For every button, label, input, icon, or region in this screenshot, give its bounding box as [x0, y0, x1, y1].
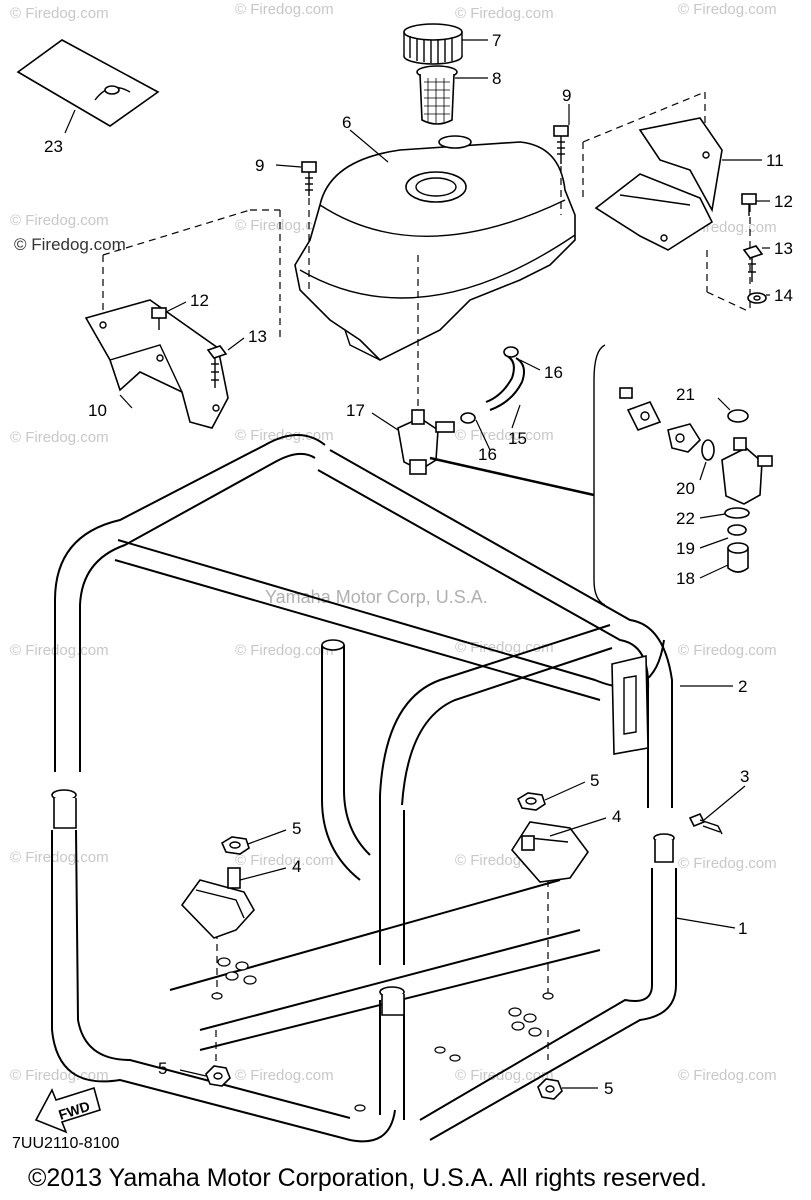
- callout-2: 2: [738, 677, 747, 696]
- callout-5: 5: [604, 1079, 613, 1098]
- callout-18: 18: [676, 569, 695, 588]
- callout-14: 14: [774, 286, 793, 305]
- part-nut: [537, 1078, 563, 1100]
- callout-3: 3: [740, 767, 749, 786]
- callout-10: 10: [88, 401, 107, 420]
- leader-lines: [64, 39, 770, 1089]
- part-engine-mount: [511, 821, 589, 883]
- callout-labels: 1 2 3 4 4 5 5 5 5 6 7 8 9 9 10 11 12 12 …: [44, 31, 793, 1098]
- detail-cock-plate: [619, 387, 662, 431]
- part-cup: [727, 542, 749, 573]
- part-frame-upper: [54, 434, 673, 965]
- part-bolt: [742, 245, 764, 282]
- part-bolt: [206, 345, 228, 388]
- part-hose-clip: [460, 412, 476, 424]
- callout-17: 17: [346, 401, 365, 420]
- callout-4: 4: [612, 807, 621, 826]
- callout-15: 15: [508, 429, 527, 448]
- detail-bracket: [593, 344, 606, 606]
- part-nut: [205, 1065, 231, 1087]
- callout-12: 12: [190, 291, 209, 310]
- part-fuel-hose: [485, 354, 525, 411]
- callout-19: 19: [676, 539, 695, 558]
- copyright-notice: ©2013 Yamaha Motor Corporation, U.S.A. A…: [28, 1164, 707, 1192]
- part-frame-lower: [51, 789, 677, 1143]
- part-strainer: [416, 65, 458, 125]
- callout-9: 9: [562, 86, 571, 105]
- callout-4: 4: [292, 857, 301, 876]
- site-watermark: © Firedog.com: [455, 427, 554, 444]
- drawing-code: 7UU2110-8100: [12, 1135, 119, 1152]
- site-watermark: © Firedog.com: [678, 855, 777, 872]
- part-o-ring: [701, 439, 715, 461]
- callout-16: 16: [478, 445, 497, 464]
- part-pin: [688, 812, 723, 835]
- site-watermark: © Firedog.com: [10, 1067, 109, 1084]
- callout-7: 7: [492, 31, 501, 50]
- part-fuel-cock: [397, 409, 455, 475]
- part-screw: [151, 307, 167, 330]
- site-mark: © Firedog.com: [14, 235, 126, 254]
- assembly-lines: [102, 91, 751, 1070]
- detail-leader: [429, 456, 595, 497]
- site-watermark: © Firedog.com: [455, 5, 554, 22]
- part-tank-bolt: [553, 125, 569, 164]
- center-watermark: Yamaha Motor Corp, U.S.A.: [265, 587, 488, 607]
- callout-23: 23: [44, 137, 63, 156]
- site-watermark: © Firedog.com: [10, 212, 109, 229]
- part-cover-sheet: [16, 39, 160, 127]
- callout-22: 22: [676, 509, 695, 528]
- fwd-arrow-icon: FWD: [34, 1086, 101, 1134]
- detail-cock-lever: [667, 423, 702, 453]
- callout-16: 16: [544, 363, 563, 382]
- part-tank-bolt: [301, 161, 317, 196]
- part-left-bracket: [84, 299, 229, 429]
- site-watermark: © Firedog.com: [10, 849, 109, 866]
- detail-cock-body: [721, 437, 773, 505]
- part-nut: [516, 792, 546, 811]
- part-washer: [727, 524, 747, 536]
- callout-6: 6: [342, 113, 351, 132]
- site-watermark: © Firedog.com: [10, 5, 109, 22]
- callout-13: 13: [774, 239, 793, 258]
- callout-5: 5: [590, 771, 599, 790]
- callout-13: 13: [248, 327, 267, 346]
- part-screw: [741, 193, 757, 216]
- part-o-ring: [727, 409, 749, 423]
- site-watermark: © Firedog.com: [235, 852, 334, 869]
- part-hose-clip: [503, 346, 519, 358]
- part-engine-mount: [180, 867, 255, 939]
- part-fuel-cap: [403, 23, 463, 65]
- site-watermark: © Firedog.com: [235, 1067, 334, 1084]
- site-watermark: © Firedog.com: [10, 429, 109, 446]
- part-gasket: [724, 507, 750, 519]
- part-right-bracket: [594, 117, 723, 251]
- site-watermark: © Firedog.com: [10, 642, 109, 659]
- callout-9: 9: [255, 156, 264, 175]
- site-watermark: © Firedog.com: [678, 642, 777, 659]
- site-watermark: © Firedog.com: [678, 1, 777, 18]
- callout-5: 5: [292, 819, 301, 838]
- part-fuel-tank: [294, 135, 576, 361]
- part-nut: [220, 836, 250, 855]
- site-watermark: © Firedog.com: [235, 427, 334, 444]
- callout-8: 8: [492, 69, 501, 88]
- site-watermark: © Firedog.com: [235, 642, 334, 659]
- site-watermark: © Firedog.com: [235, 217, 334, 234]
- callout-11: 11: [766, 151, 784, 170]
- site-watermark: © Firedog.com: [235, 1, 334, 18]
- site-watermark: © Firedog.com: [678, 1067, 777, 1084]
- part-upper-bracket: [611, 654, 649, 755]
- part-washer: [747, 292, 767, 304]
- callout-5: 5: [158, 1059, 167, 1078]
- callout-12: 12: [774, 192, 793, 211]
- callout-1: 1: [738, 919, 747, 938]
- callout-20: 20: [676, 479, 695, 498]
- callout-21: 21: [676, 385, 695, 404]
- site-watermark: © Firedog.com: [455, 1067, 554, 1084]
